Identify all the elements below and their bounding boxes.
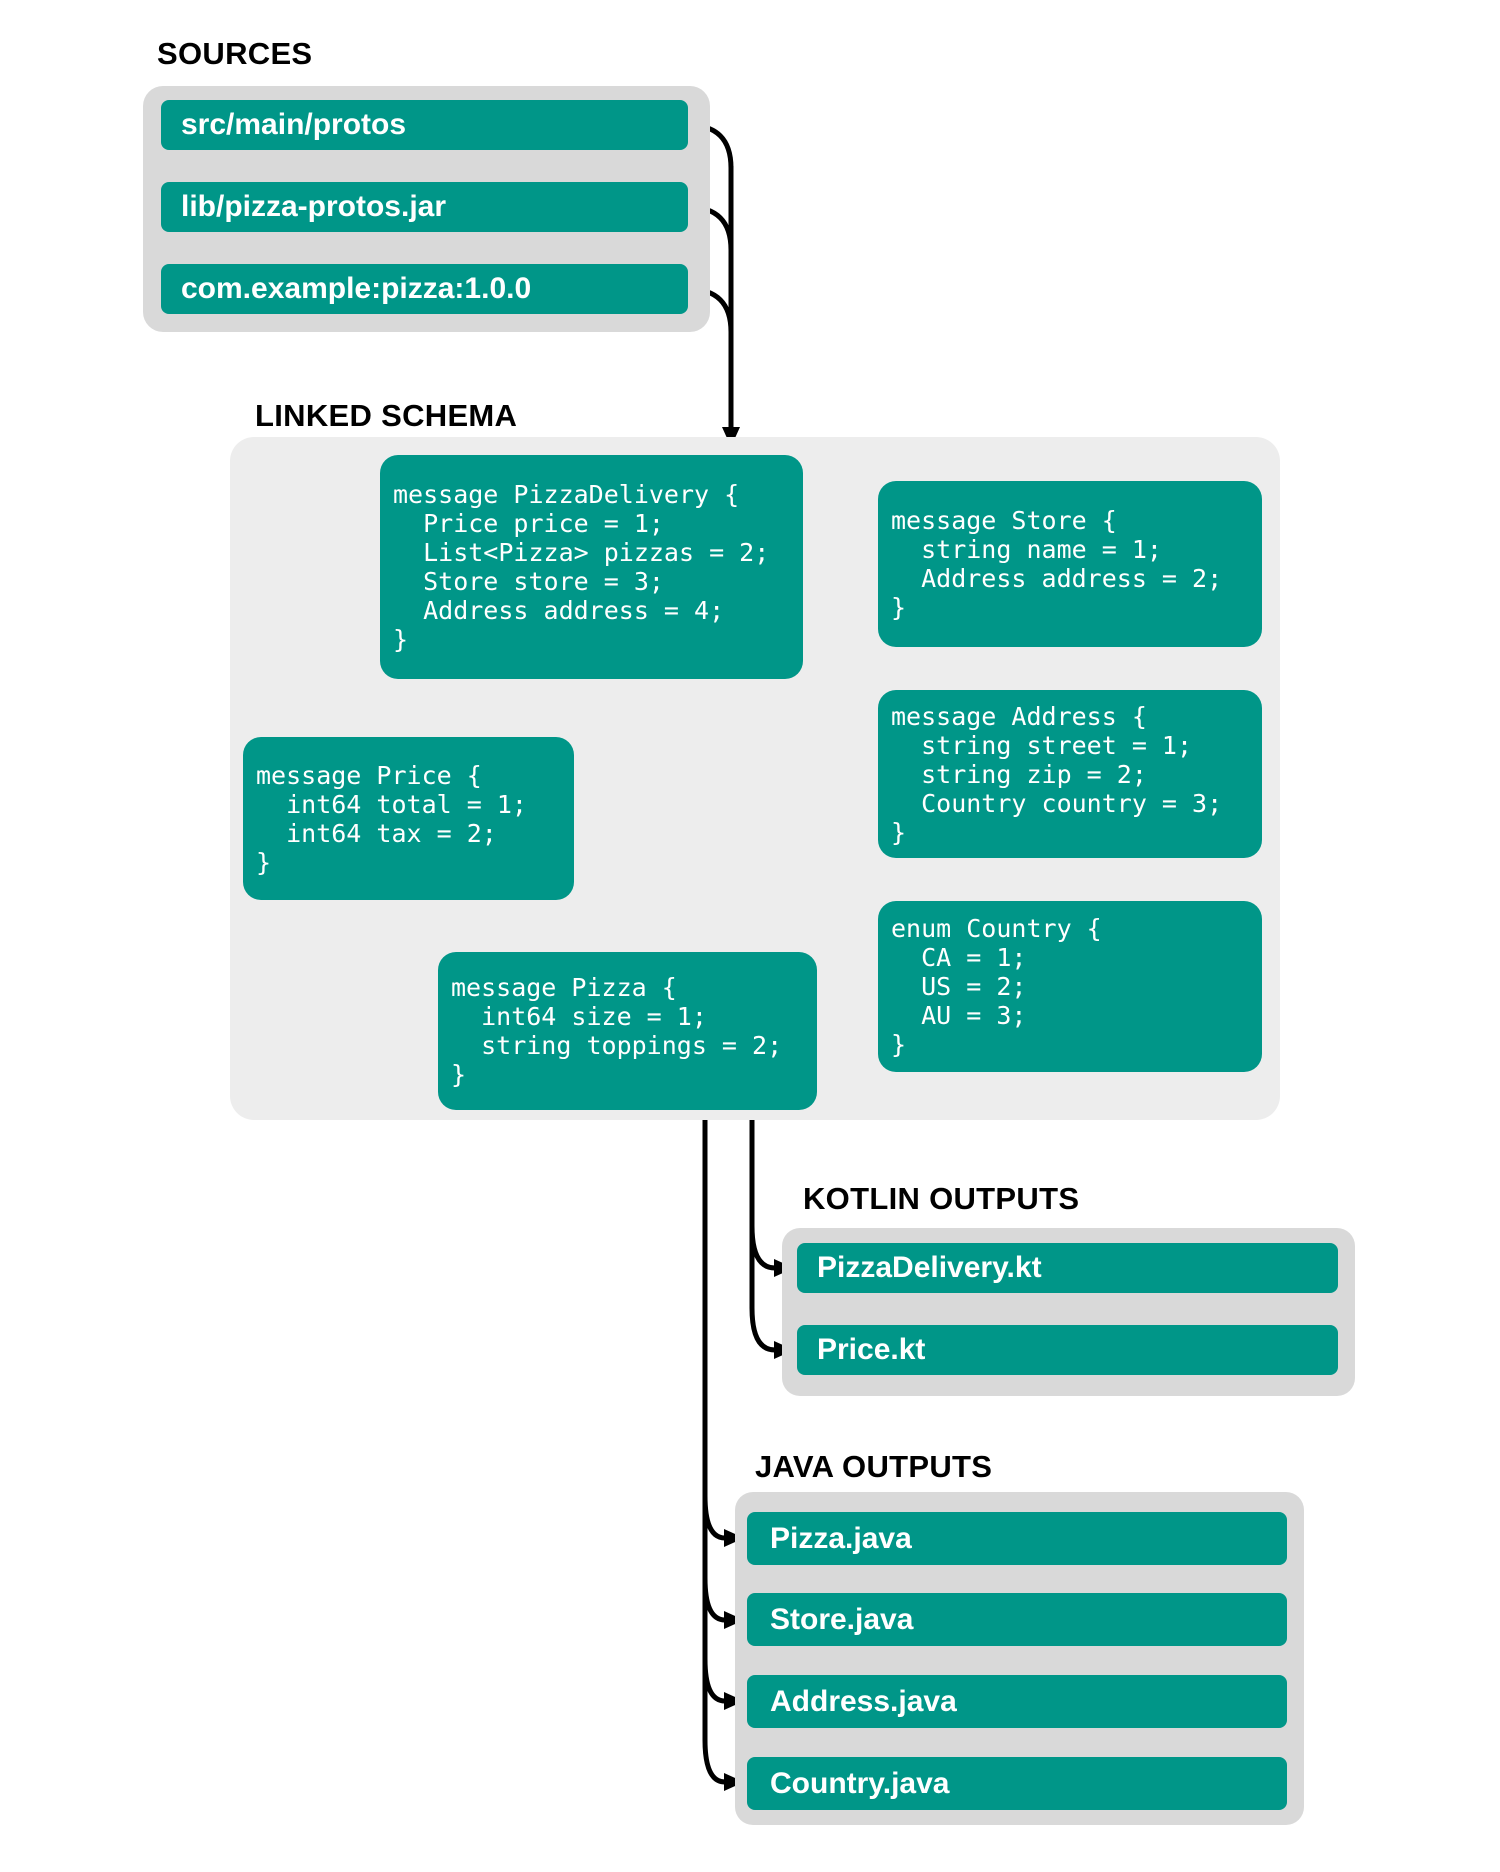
code-line: int64 tax = 2; [256,818,497,848]
kotlin-output-price-kt: Price.kt [797,1325,1338,1375]
code-line: enum Country { [891,914,1102,943]
code-line: Store store = 3; [393,567,664,596]
arrow-schema-to-pricekt [749,1110,794,1359]
code-line: message Price { [256,760,482,790]
code-line: message Store { [891,506,1117,535]
source-item-label: lib/pizza-protos.jar [181,190,447,223]
source-item-label: src/main/protos [181,108,407,141]
schema-node-pizza: message Pizza { int64 size = 1; string t… [438,952,817,1110]
code-line: } [393,625,409,654]
java-output-label: Country.java [770,1766,950,1800]
java-outputs-title: JAVA OUTPUTS [755,1449,993,1484]
arrow-schema-to-storejava [702,1577,744,1629]
code-line: string zip = 2; [891,759,1147,789]
schema-node-price: message Price { int64 total = 1; int64 t… [243,737,574,900]
code-line: string name = 1; [891,535,1162,564]
source-item-label: com.example:pizza:1.0.0 [181,272,532,305]
code-line: string street = 1; [891,730,1193,760]
code-line: message Pizza { [451,973,677,1002]
code-line: } [256,847,272,877]
schema-node-country: enum Country { CA = 1; US = 2; AU = 3; } [878,901,1262,1072]
code-line: Price price = 1; [393,509,664,538]
code-line: US = 2; [891,972,1027,1001]
schema-node-pizzadelivery: message PizzaDelivery { Price price = 1;… [380,455,803,679]
java-output-country-java: Country.java [747,1757,1287,1810]
code-line: string toppings = 2; [451,1031,783,1060]
arrow-schema-to-addressjava [702,1658,744,1710]
java-output-address-java: Address.java [747,1675,1287,1728]
linked-schema-title: LINKED SCHEMA [255,398,518,433]
code-line: } [891,1030,907,1059]
arrow-schema-to-pizzadeliverykt [749,1225,794,1277]
kotlin-outputs-title: KOTLIN OUTPUTS [803,1181,1080,1216]
schema-node-store: message Store { string name = 1; Address… [878,481,1262,647]
code-line: message Address { [891,701,1147,731]
source-item-pizza-protos-jar: lib/pizza-protos.jar [161,182,688,232]
code-line: AU = 3; [891,1001,1027,1030]
java-output-label: Address.java [770,1684,957,1718]
code-line: Address address = 2; [891,564,1223,593]
java-output-label: Store.java [770,1602,914,1636]
code-line: message PizzaDelivery { [393,480,740,509]
kotlin-output-pizzadelivery-kt: PizzaDelivery.kt [797,1243,1338,1293]
sources-title: SOURCES [157,36,313,71]
code-line: } [451,1060,467,1089]
java-output-label: Pizza.java [770,1521,912,1555]
java-output-pizza-java: Pizza.java [747,1512,1287,1565]
arrow-schema-to-countryjava [702,1110,744,1791]
source-item-src-main-protos: src/main/protos [161,100,688,150]
code-line: List<Pizza> pizzas = 2; [393,538,770,567]
source-item-maven-coordinate: com.example:pizza:1.0.0 [161,264,688,314]
code-line: int64 size = 1; [451,1002,707,1031]
schema-node-address: message Address { string street = 1; str… [878,690,1262,858]
java-output-store-java: Store.java [747,1593,1287,1646]
code-line: Country country = 3; [891,788,1223,818]
code-line: int64 total = 1; [256,789,527,819]
code-line: Address address = 4; [393,596,725,625]
arrow-schema-to-pizzajava [702,1495,744,1547]
code-line: } [891,817,907,847]
kotlin-output-label: Price.kt [817,1333,926,1366]
code-line: } [891,593,907,622]
kotlin-output-label: PizzaDelivery.kt [817,1251,1042,1284]
code-line: CA = 1; [891,943,1027,972]
